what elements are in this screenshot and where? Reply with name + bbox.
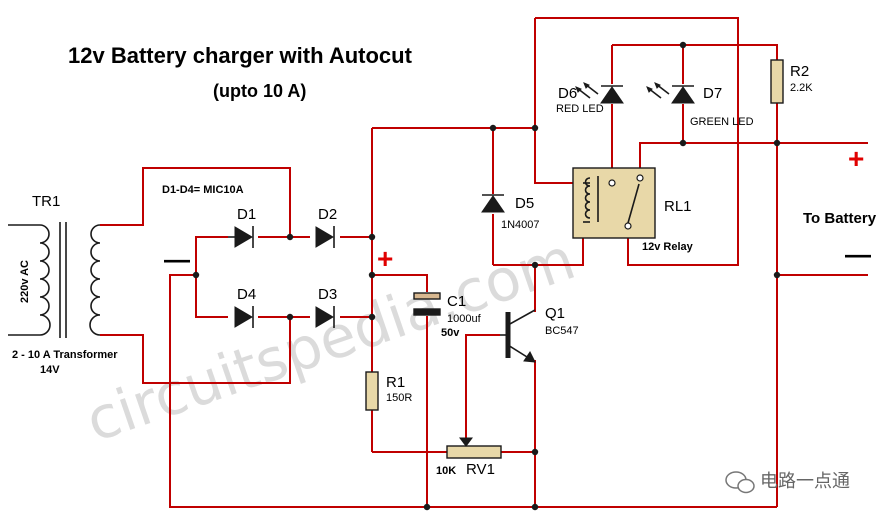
diode-d2: [315, 226, 335, 248]
tr1-label: TR1: [32, 193, 60, 210]
led-d6: [575, 82, 624, 104]
d1-label: D1: [237, 206, 256, 223]
relay-desc: 12v Relay: [642, 241, 694, 253]
capacitor-c1: [413, 292, 441, 316]
transformer-voltage-label: 14V: [40, 364, 60, 376]
led-d7: [646, 82, 695, 104]
input-voltage-label: 220v AC: [19, 260, 31, 303]
wires: [100, 17, 868, 508]
battery-minus-sign: —: [845, 239, 871, 269]
transformer-label: 2 - 10 A Transformer: [12, 349, 118, 361]
circuit-subtitle: (upto 10 A): [213, 81, 306, 101]
bridge-plus-sign: +: [377, 243, 393, 274]
d5-label: D5: [515, 195, 534, 212]
transformer-tr1: [8, 222, 101, 338]
diode-d1: [228, 226, 254, 248]
d6-desc: RED LED: [556, 103, 604, 115]
relay-rl1: [572, 167, 656, 239]
q1-label: Q1: [545, 305, 565, 322]
r1-label: R1: [386, 374, 405, 391]
d7-desc: GREEN LED: [690, 116, 754, 128]
q1-part: BC547: [545, 325, 579, 337]
d7-label: D7: [703, 85, 722, 102]
diode-d4: [234, 306, 254, 328]
resistor-r2: [770, 59, 784, 104]
c1-voltage: 50v: [441, 327, 460, 339]
diode-d5: [481, 194, 505, 213]
d3-label: D3: [318, 286, 337, 303]
c1-label: C1: [447, 293, 466, 310]
c1-value: 1000uf: [447, 313, 482, 325]
diode-d3: [315, 306, 335, 328]
footer-brand: 电路一点通: [760, 471, 850, 492]
d6-label: D6: [558, 85, 577, 102]
rl1-label: RL1: [664, 198, 692, 215]
battery-plus-sign: +: [848, 143, 864, 174]
transistor-q1: [500, 309, 536, 363]
bridge-note: D1-D4= MIC10A: [162, 184, 244, 196]
d4-label: D4: [237, 286, 256, 303]
potentiometer-rv1: [446, 437, 502, 459]
bridge-minus-sign: —: [164, 244, 190, 274]
d5-part: 1N4007: [501, 219, 540, 231]
rv1-label: RV1: [466, 461, 495, 478]
rv1-value: 10K: [436, 465, 456, 477]
circuit-title: 12v Battery charger with Autocut: [68, 43, 413, 68]
wechat-icon: [725, 471, 755, 494]
d2-label: D2: [318, 206, 337, 223]
junction-nodes: [192, 41, 781, 511]
r2-value: 2.2K: [790, 82, 813, 94]
r1-value: 150R: [386, 392, 412, 404]
to-battery-label: To Battery: [803, 210, 877, 227]
r2-label: R2: [790, 63, 809, 80]
resistor-r1: [365, 371, 379, 411]
